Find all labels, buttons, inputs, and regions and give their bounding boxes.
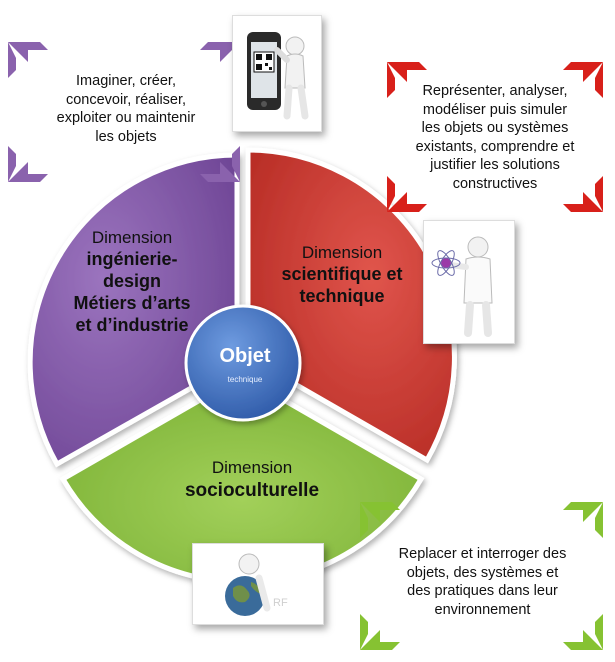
- segment-ingenierie-design: [27, 152, 240, 468]
- figure-with-smartphone-icon: [247, 32, 309, 120]
- callout-top-right: Représenter, analyser, modéliser puis si…: [415, 83, 575, 192]
- segment-left-name: ingénierie- design Métiers d’arts et d’i…: [73, 248, 191, 335]
- callout-bottom-right: Replacer et interroger des objets, des s…: [398, 546, 567, 618]
- center-circle: [184, 304, 302, 422]
- svg-text:RF: RF: [273, 597, 288, 609]
- scientist-with-atom-icon: [431, 236, 493, 337]
- segment-bottom-name: socioculturelle: [184, 479, 320, 501]
- segment-bottom-label: Dimension: [211, 458, 293, 477]
- segment-bottom-text: Dimension socioculturelle: [162, 458, 342, 502]
- segment-left-label: Dimension: [91, 228, 173, 247]
- bottom-right-callout-brackets: [360, 502, 603, 650]
- figure-with-globe-icon: RF: [225, 553, 288, 616]
- segment-right-text: Dimension scientifique et technique: [262, 243, 422, 308]
- segment-right-name: scientifique et technique: [281, 263, 403, 306]
- globe-photo: RF: [192, 543, 324, 625]
- segment-left-text: Dimension ingénierie- design Métiers d’a…: [52, 228, 212, 337]
- top-right-callout-brackets: [387, 62, 603, 212]
- callout-top-left: Imaginer, créer, concevoir, réaliser, ex…: [56, 73, 196, 145]
- scientist-photo: [423, 220, 515, 344]
- center-subtitle: technique: [227, 375, 263, 384]
- center-title: Objet: [219, 345, 271, 367]
- phone-photo: [232, 15, 322, 132]
- segment-right-label: Dimension: [301, 243, 383, 262]
